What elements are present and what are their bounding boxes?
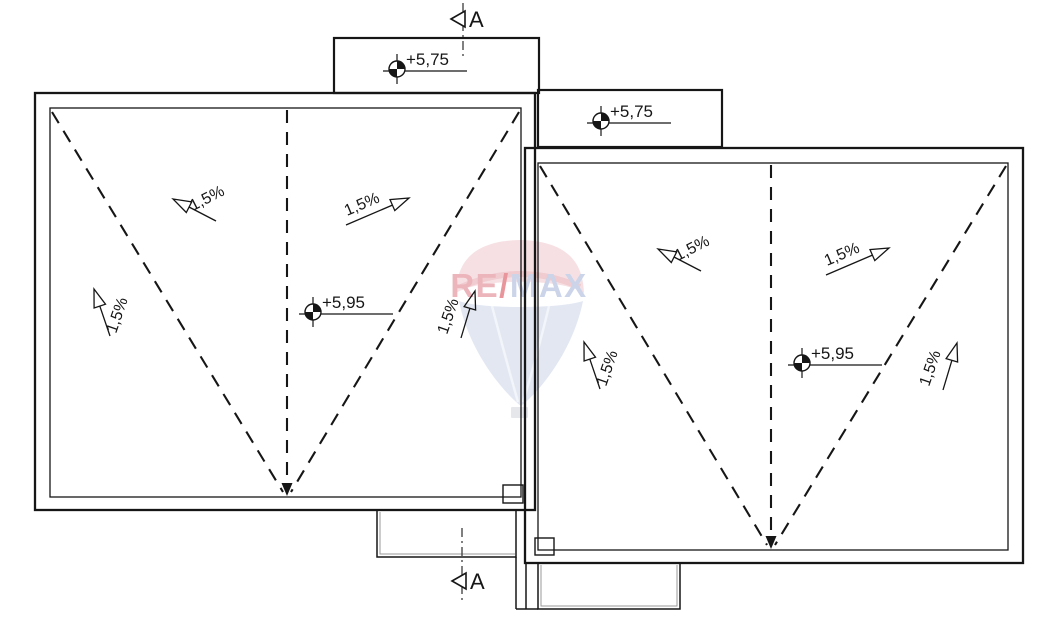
slope-arrow-right-east: 1,5% xyxy=(917,341,959,391)
slope-label: 1,5% xyxy=(594,348,622,388)
slope-arrow-shaft xyxy=(942,360,953,391)
slope-label: 1,5% xyxy=(435,296,463,336)
right-roof-outer-wall xyxy=(523,146,1025,565)
elevation-symbol-quadrants xyxy=(593,113,609,129)
slope-label: 1,5% xyxy=(104,295,132,335)
slope-arrow-shaft xyxy=(589,358,601,390)
elevation-marker-right-roof: +5,95 xyxy=(788,344,882,378)
slope-label: 1,5% xyxy=(822,240,862,270)
slope-arrow-head xyxy=(171,198,193,214)
wall-continuation-lines xyxy=(515,557,538,610)
slope-label: 1,5% xyxy=(917,348,945,388)
section-marker-top: A xyxy=(449,3,484,56)
slope-arrow-shaft xyxy=(825,254,873,276)
slope-label: 1,5% xyxy=(187,183,227,215)
section-label: A xyxy=(469,7,484,32)
elevation-value: +5,95 xyxy=(811,344,854,363)
balloon-gore-line xyxy=(490,305,520,403)
slope-arrow-shaft xyxy=(345,204,393,226)
elevation-marker-upper-2: +5,75 xyxy=(587,102,671,136)
slope-arrow-head xyxy=(583,340,597,362)
elevation-marker-left-roof: +5,95 xyxy=(299,293,393,327)
elevation-symbol-quadrants xyxy=(794,355,810,371)
slope-arrow-head xyxy=(93,287,107,309)
slope-arrow-right-upright: 1,5% xyxy=(822,240,891,276)
elevation-value: +5,95 xyxy=(322,293,365,312)
left-roof-valley-line xyxy=(51,111,284,493)
right-roof-inner-edge xyxy=(537,162,1009,551)
watermark-re: RE xyxy=(450,267,499,304)
slope-arrow-shaft xyxy=(460,308,471,339)
elevation-symbol-quadrants xyxy=(305,304,321,320)
right-roof-valley-line xyxy=(539,165,768,546)
watermark-wordmark: RE/MAX xyxy=(450,267,587,304)
slope-arrow-left-upleft: 1,5% xyxy=(171,183,227,222)
slope-arrow-head xyxy=(463,289,477,311)
elevation-value: +5,75 xyxy=(406,50,449,69)
slope-arrow-left-west: 1,5% xyxy=(93,287,132,337)
lower-left-annex-inner-line xyxy=(379,512,515,555)
section-label: A xyxy=(470,569,485,594)
elevation-value: +5,75 xyxy=(610,102,653,121)
left-roof-plan xyxy=(33,91,537,512)
right-roof-valley-line xyxy=(774,165,1007,546)
left-roof-inner-edge xyxy=(49,107,522,498)
lower-right-annex xyxy=(537,562,681,610)
section-direction-triangle xyxy=(450,571,467,591)
section-direction-triangle xyxy=(449,9,466,29)
watermark-max: MAX xyxy=(510,267,588,304)
slope-arrow-shaft xyxy=(673,256,702,272)
slope-label: 1,5% xyxy=(672,233,712,265)
left-roof-valley-line xyxy=(290,111,520,493)
slope-arrow-head xyxy=(869,247,891,262)
lower-left-annex xyxy=(376,509,517,558)
lower-left-annex-outline xyxy=(376,509,517,558)
slope-arrow-head xyxy=(945,341,959,363)
elevation-marker-upper-1: +5,75 xyxy=(383,50,467,84)
balloon-top-red xyxy=(456,240,584,293)
watermark-slash: / xyxy=(499,267,510,304)
lower-right-annex-inner-line xyxy=(540,565,678,607)
slope-arrow-left-upright: 1,5% xyxy=(342,190,411,226)
right-roof-plan xyxy=(523,146,1025,565)
right-roof-drain-arrowhead xyxy=(765,536,777,549)
remax-watermark: RE/MAX xyxy=(450,240,587,418)
slope-arrow-right-upleft: 1,5% xyxy=(656,233,712,272)
lower-right-annex-outline xyxy=(537,562,681,610)
slope-arrow-head xyxy=(389,197,411,212)
balloon-top-arc xyxy=(459,271,582,290)
slope-arrow-shaft xyxy=(188,206,217,222)
left-roof-outer-wall xyxy=(33,91,537,512)
balloon-basket xyxy=(511,407,528,418)
left-roof-drain-box xyxy=(502,484,524,504)
elevation-symbol-quadrants xyxy=(389,61,405,77)
slope-arrow-head xyxy=(656,248,678,264)
left-roof-drain-arrowhead xyxy=(281,483,293,496)
slope-arrow-shaft xyxy=(99,305,111,337)
right-roof-drain-box xyxy=(534,537,555,556)
slope-label: 1,5% xyxy=(342,190,382,220)
slope-arrow-right-west: 1,5% xyxy=(583,340,622,390)
section-marker-bottom: A xyxy=(450,528,485,601)
